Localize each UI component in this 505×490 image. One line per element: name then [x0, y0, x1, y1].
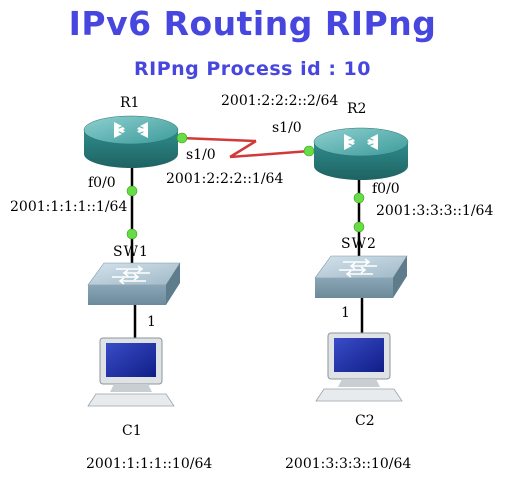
sw2-port-label: 1 [341, 305, 350, 321]
r1-serial-interface: s1/0 [186, 147, 216, 163]
switch-sw1-name: SW1 [113, 244, 149, 260]
r1-lan-ip: 2001:1:1:1::1/64 [10, 199, 128, 215]
r2-lan-ip: 2001:3:3:3::1/64 [376, 203, 494, 219]
r1-serial-ip: 2001:2:2:2::1/64 [166, 171, 284, 187]
serial-link-r1-r2-b [229, 139, 257, 159]
links [130, 136, 364, 340]
router-icon[interactable] [313, 127, 409, 180]
port-dot-r1-f0-0 [126, 185, 138, 197]
link-endpoints [126, 132, 365, 240]
host-c1-name: C1 [122, 423, 142, 439]
r2-serial-ip: 2001:2:2:2::2/64 [221, 93, 339, 109]
router-r1-name: R1 [120, 95, 140, 111]
r2-lan-interface: f0/0 [372, 181, 400, 197]
serial-link-r1-r2-c [229, 149, 311, 159]
host-c1-ip: 2001:1:1:1::10/64 [86, 456, 213, 472]
page-title: IPv6 Routing RIPng [68, 4, 437, 43]
switch-sw2-name: SW2 [341, 236, 377, 252]
host-c2-ip: 2001:3:3:3::10/64 [285, 456, 412, 472]
r1-lan-interface: f0/0 [88, 175, 116, 191]
host-c2-name: C2 [355, 413, 375, 429]
switch-icon[interactable] [314, 255, 408, 298]
r2-serial-interface: s1/0 [272, 120, 302, 136]
port-dot-sw1-1 [126, 228, 138, 240]
switch-icon[interactable] [87, 262, 181, 305]
port-dot-r1-s1-0 [176, 132, 188, 144]
sw1-port-label: 1 [147, 314, 156, 330]
router-r2-name: R2 [347, 101, 367, 117]
port-dot-r2-f0-0 [353, 192, 365, 204]
port-dot-r2-s1-0 [303, 145, 315, 157]
computer-icon[interactable] [87, 337, 175, 407]
page-subtitle: RIPng Process id : 10 [134, 58, 371, 80]
serial-link-r1-r2-a [180, 136, 257, 143]
port-dot-sw2-1 [353, 221, 365, 233]
computer-icon[interactable] [315, 332, 403, 402]
router-icon[interactable] [83, 115, 179, 168]
